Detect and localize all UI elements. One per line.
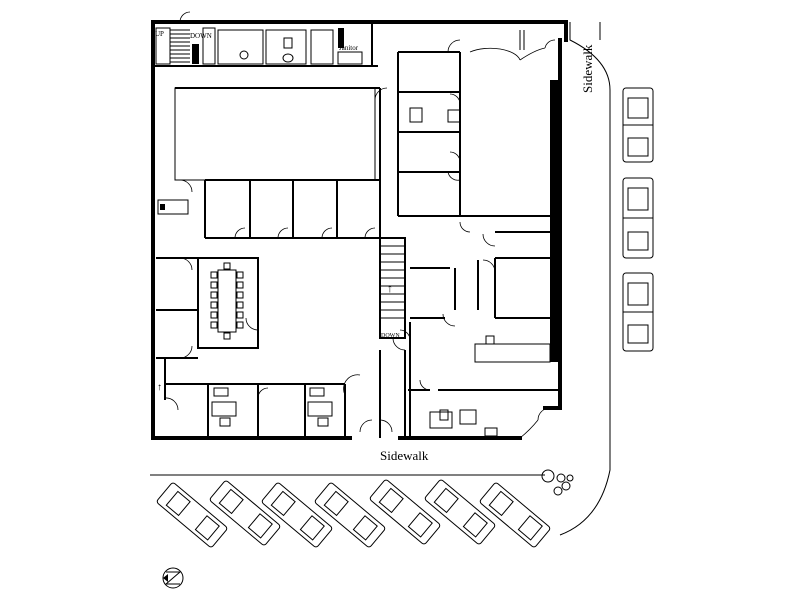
parked-car (479, 482, 551, 548)
large-open-room (174, 87, 388, 181)
stair-arrow-icon: ↑ (387, 281, 393, 295)
south-parking (156, 479, 551, 548)
restroom-1 (217, 29, 264, 65)
stair-post (192, 44, 199, 64)
desk (447, 109, 461, 123)
east-offices (399, 221, 560, 439)
desk (429, 411, 453, 429)
west-offices: ↑ (156, 257, 198, 411)
conference-chairs (210, 262, 244, 340)
parked-car (314, 482, 386, 548)
stair-up-label: UP (155, 30, 164, 38)
parked-car (622, 87, 654, 163)
tree-icon (541, 469, 574, 496)
parked-car (369, 479, 441, 545)
janitor-label: Janitor (339, 44, 359, 52)
sidewalk-south-label: Sidewalk (380, 448, 429, 463)
reception-counter (474, 343, 551, 363)
mid-office-row (157, 179, 381, 239)
conference-room (197, 257, 259, 349)
restroom-2 (265, 29, 307, 65)
stair-down-label: DOWN (190, 32, 212, 40)
east-parking (622, 87, 654, 352)
central-stair: ↑ DOWN (359, 237, 406, 438)
stair-treads-nw (170, 29, 190, 63)
north-arrow-icon (162, 567, 184, 589)
service-strip: UP DOWN Janitor (153, 11, 378, 67)
sidewalk-east-label: Sidewalk (580, 44, 595, 93)
desk (211, 401, 237, 417)
desk (409, 107, 423, 123)
ne-offices (397, 30, 556, 217)
stair-center-label: DOWN (381, 333, 400, 339)
outer-walls (151, 20, 568, 440)
south-offices (165, 374, 361, 438)
east-window-wall (550, 80, 559, 362)
sink-icon (239, 50, 249, 60)
parked-car (622, 272, 654, 352)
parked-car (424, 479, 496, 545)
parked-car (622, 177, 654, 259)
curb (150, 22, 611, 536)
janitor-closet (337, 51, 363, 65)
parked-car (261, 482, 333, 548)
parked-car (209, 480, 281, 546)
stair-arrow-icon: ↑ (157, 382, 162, 393)
parked-car (156, 482, 228, 548)
sink-icon (283, 37, 293, 49)
conference-table (217, 269, 237, 333)
toilet-icon (282, 53, 294, 63)
desk (307, 401, 333, 417)
